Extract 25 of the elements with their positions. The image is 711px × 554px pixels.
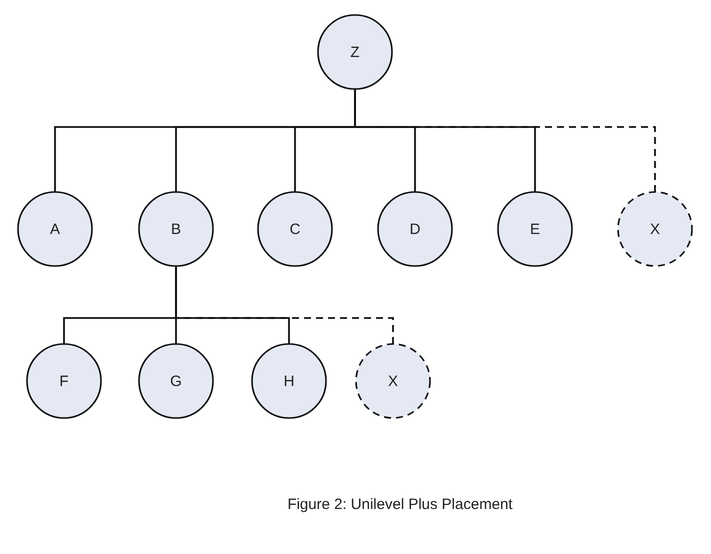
- node-label: H: [284, 372, 294, 390]
- member-circle: [26, 343, 102, 419]
- node-label: B: [170, 220, 181, 238]
- member-circle: [17, 191, 93, 267]
- dashed-member-circle: [355, 343, 431, 419]
- dashed-connector: [354, 89, 656, 192]
- member-circle: [497, 191, 573, 267]
- node-label: A: [50, 220, 60, 238]
- dashed-connector: [175, 266, 394, 344]
- node-label: X: [650, 220, 660, 238]
- member-circle: [377, 191, 453, 267]
- member-circle: [317, 14, 393, 90]
- node-label: D: [410, 220, 420, 238]
- node-label: X: [388, 372, 398, 390]
- node-label: E: [530, 220, 540, 238]
- member-circle: [138, 343, 214, 419]
- member-circle: [257, 191, 333, 267]
- member-circle: [251, 343, 327, 419]
- dashed-member-circle: [617, 191, 693, 267]
- node-label: G: [170, 372, 182, 390]
- figure-caption: Figure 2: Unilevel Plus Placement: [287, 496, 513, 513]
- node-label: C: [290, 220, 300, 238]
- node-label: Z: [350, 44, 360, 60]
- node-label: F: [59, 372, 69, 390]
- member-circle: [138, 191, 214, 267]
